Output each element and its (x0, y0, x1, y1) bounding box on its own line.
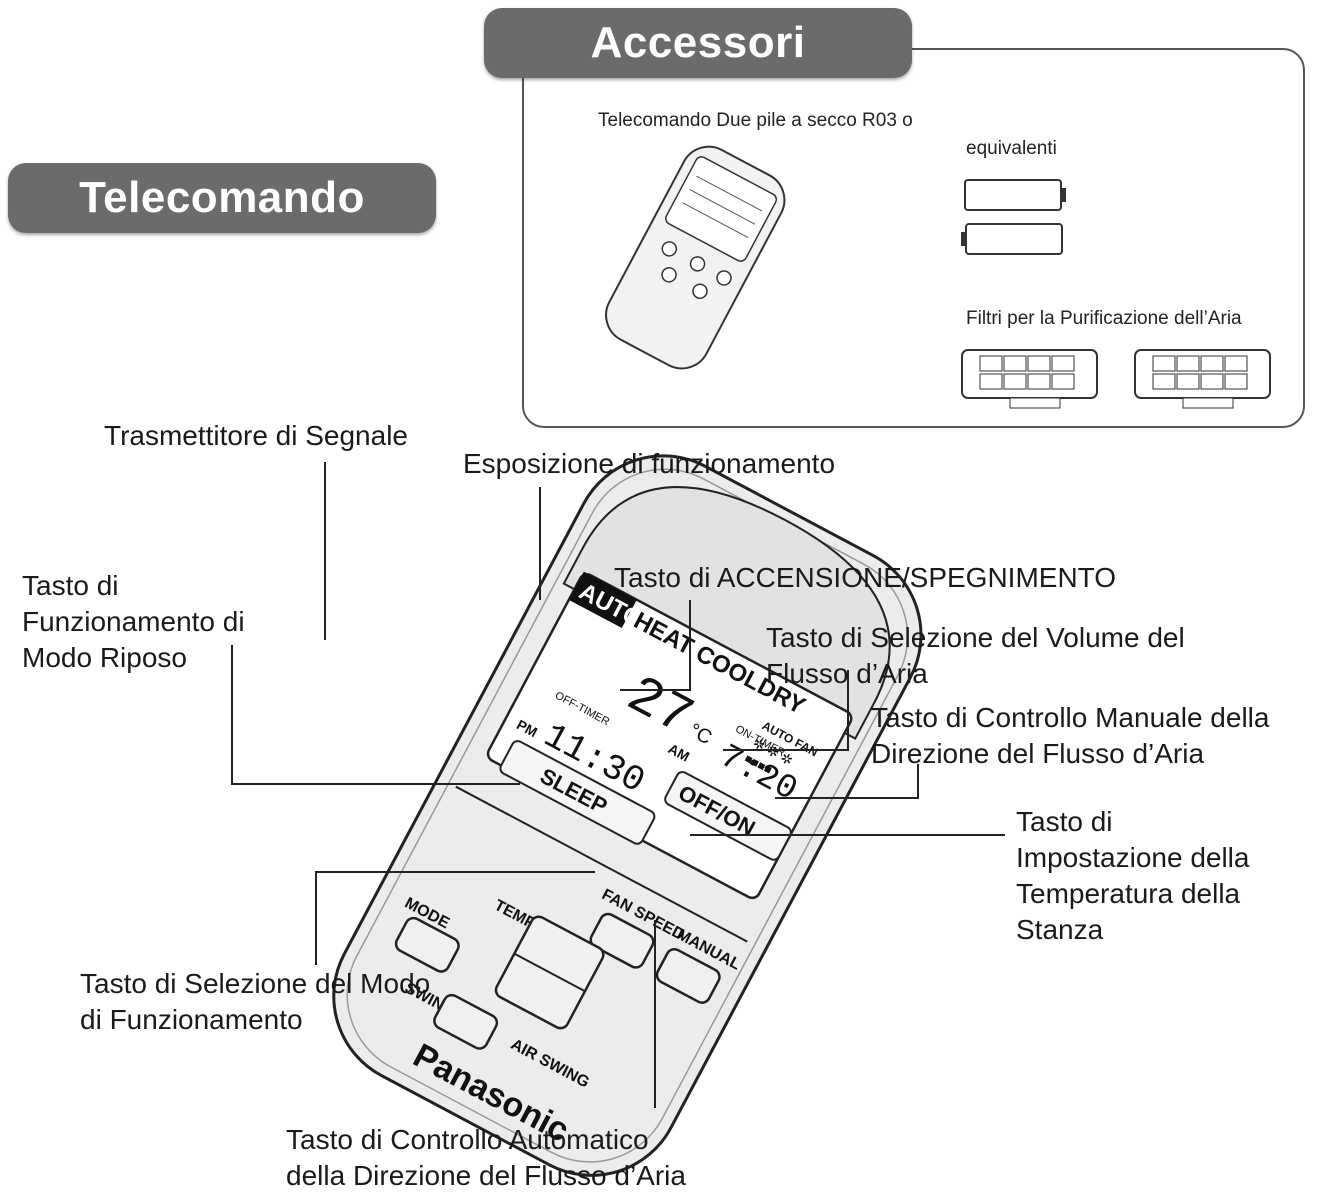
mode-key-label-line2: di Funzionamento (80, 1004, 303, 1035)
sleep-key-label-line1: Tasto di (22, 570, 119, 601)
fan-speed-key-label-line1: Tasto di Selezione del Volume del (766, 622, 1185, 653)
leader-lines (231, 462, 1005, 1108)
display-label: Esposizione di funzionamento (463, 448, 836, 479)
swing-key-label-line2: della Direzione del Flusso d’Aria (286, 1160, 686, 1191)
fan-speed-key-label: Tasto di Selezione del Volume del Flusso… (766, 620, 1185, 692)
manual-key-label: Tasto di Controllo Manuale della Direzio… (871, 700, 1269, 772)
battery-icon (964, 179, 1066, 211)
power-key-label: Tasto di ACCENSIONE/SPEGNIMENTO (614, 562, 1117, 593)
mode-key-label-line1: Tasto di Selezione del Modo (80, 968, 431, 999)
sleep-key-label: Tasto di Funzionamento di Modo Riposo (22, 568, 245, 676)
transmitter-label: Trasmettitore di Segnale (104, 420, 408, 451)
fan-speed-key-label-line2: Flusso d’Aria (766, 658, 928, 689)
accessory-filters-text: Filtri per la Purificazione dell’Aria (966, 308, 1242, 329)
swing-key-label: Tasto di Controllo Automatico della Dire… (286, 1122, 686, 1194)
manual-key-label-line1: Tasto di Controllo Manuale della (871, 702, 1270, 733)
manual-key-label-line2: Direzione del Flusso d’Aria (871, 738, 1205, 769)
small-remote-image (605, 145, 786, 370)
sleep-key-label-line2: Funzionamento di (22, 606, 245, 637)
sleep-key-label-line3: Modo Riposo (22, 642, 187, 673)
temp-key-label-line1: Tasto di (1016, 806, 1113, 837)
air-filter-icon (1134, 349, 1271, 409)
accessori-header: Accessori (484, 8, 912, 78)
temp-key-label-line3: Temperatura della (1016, 878, 1241, 909)
swing-key-label-line1: Tasto di Controllo Automatico (286, 1124, 649, 1155)
battery-icon (961, 223, 1063, 255)
air-filter-icon (961, 349, 1098, 409)
temp-key-label: Tasto di Impostazione della Temperatura … (1016, 804, 1249, 948)
remote-control: AUTO HEAT COOL DRY AUTO FAN ✲ ✲ ✲ ■■■■ 2… (332, 454, 923, 1177)
temp-key-label-line4: Stanza (1016, 914, 1104, 945)
accessories-box (522, 48, 1305, 428)
mode-key-label: Tasto di Selezione del Modo di Funzionam… (80, 966, 430, 1038)
accessory-equivalent-text: equivalenti (966, 138, 1057, 159)
telecomando-header: Telecomando (8, 163, 436, 233)
accessory-remote-batteries-text: Telecomando Due pile a secco R03 o (598, 110, 913, 131)
temp-key-label-line2: Impostazione della (1016, 842, 1250, 873)
